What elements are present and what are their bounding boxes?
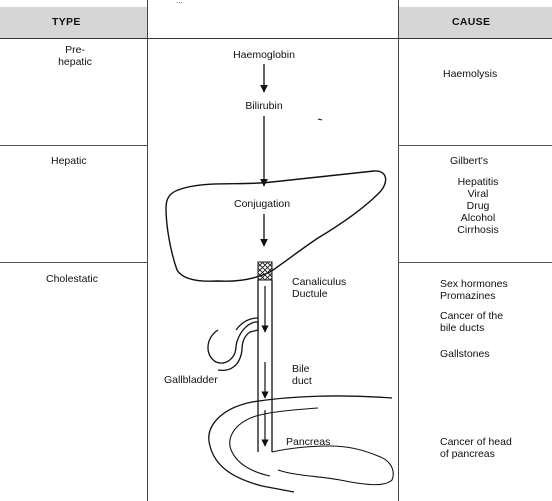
small-tick-mark [318,119,322,120]
label-bile-duct: Bile duct [292,363,312,387]
label-bilirubin: Bilirubin [224,100,304,112]
label-conjugation: Conjugation [234,198,290,210]
label-canaliculus-ductule: Canaliculus Ductule [292,276,346,300]
label-pancreas: Pancreas [286,436,330,448]
cystic-duct [236,318,258,330]
gallbladder-shape [208,322,258,370]
label-haemoglobin: Haemoglobin [224,49,304,61]
pancreas-outline [272,446,393,485]
liver-outline [166,171,386,281]
canaliculus-hatch [258,262,272,280]
label-gallbladder: Gallbladder [164,374,218,386]
